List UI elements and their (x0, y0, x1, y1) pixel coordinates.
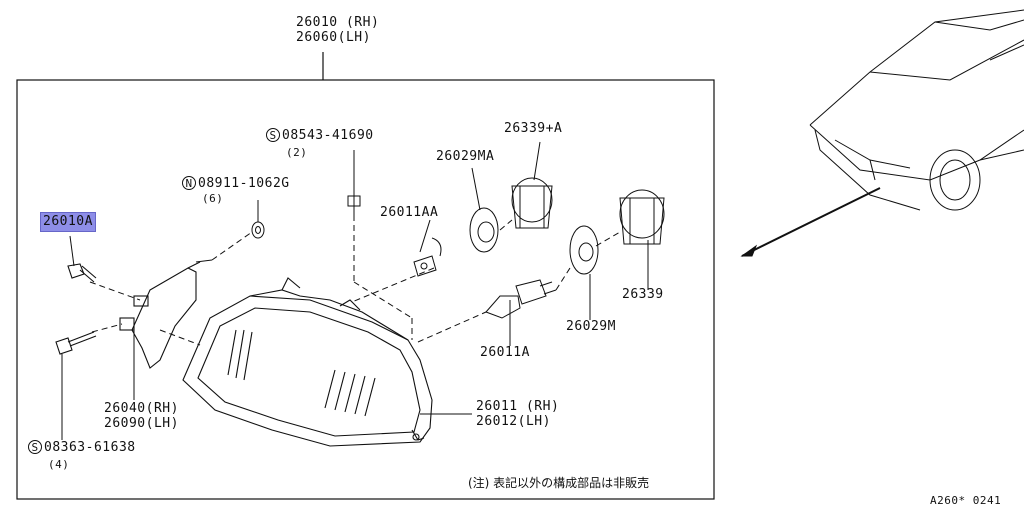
car-illustration (809, 9, 1024, 211)
n-symbol-icon: N (182, 176, 196, 190)
part-26029m-label: 26029M (566, 319, 616, 334)
assembly-frame (16, 79, 715, 500)
bolt-08363-qty: (4) (48, 458, 70, 471)
bolt-upper (67, 263, 97, 283)
bolt-lower (55, 331, 97, 355)
housing-label-rh: 26011 (RH) (476, 399, 560, 414)
adjust-screw (347, 190, 361, 215)
sales-note: (注) 表記以外の構成部品は非販売 (468, 476, 650, 490)
bolt-08543-code: 08543-41690 (282, 128, 374, 143)
cap-a (511, 177, 553, 229)
part-26011aa-label: 26011AA (380, 205, 439, 220)
nut-08911-qty: (6) (202, 192, 224, 205)
headlamp-bulb (485, 279, 557, 319)
bracket-label-rh: 26040(RH) (104, 401, 179, 416)
assembly-guides (89, 215, 621, 346)
seal-m (569, 225, 599, 275)
bolt-08363-code: 08363-61638 (44, 440, 136, 455)
part-26029ma-label: 26029MA (436, 149, 495, 164)
seal-ma (469, 207, 499, 253)
s-symbol-icon-2: S (28, 440, 42, 454)
part-26339-label: 26339 (622, 287, 664, 302)
part-26011a-label: 26011A (480, 345, 530, 360)
assembly-label-lh: 26060(LH) (296, 30, 371, 45)
bracket-label-lh: 26090(LH) (104, 416, 179, 431)
position-bulb (413, 237, 442, 277)
assembly-label-rh: 26010 (RH) (296, 15, 380, 30)
reference-code: A260* 0241 (930, 494, 1002, 507)
housing-label-lh: 26012(LH) (476, 414, 551, 429)
mounting-bracket (119, 259, 213, 369)
part-highlight-26010a[interactable]: 26010A (40, 212, 96, 232)
part-26339a-label: 26339+A (504, 121, 563, 136)
s-symbol-icon: S (266, 128, 280, 142)
headlamp-housing (182, 277, 433, 447)
nut-washer (251, 221, 265, 239)
cap-main (619, 189, 665, 245)
nut-08911-code: 08911-1062G (198, 176, 290, 191)
bolt-08543-qty: (2) (286, 146, 308, 159)
